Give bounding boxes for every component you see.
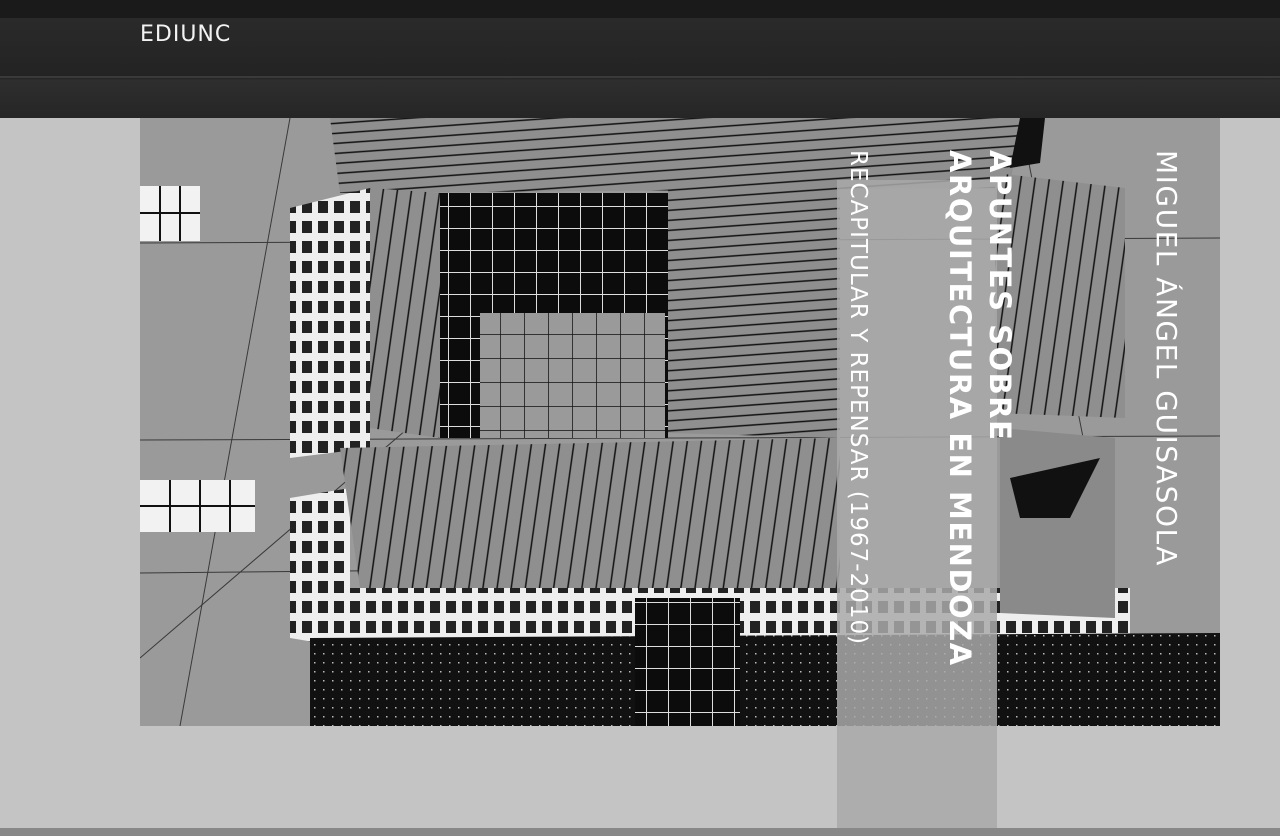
- cover-artwork: [140, 118, 1220, 726]
- bottom-edge: [0, 828, 1280, 836]
- book-title: APUNTES SOBRE ARQUITECTURA EN MENDOZA: [940, 150, 1020, 750]
- book-subtitle: RECAPITULAR Y REPENSAR (1967-2010): [845, 150, 871, 646]
- building-illustration: [140, 118, 1220, 726]
- publisher-band: [0, 18, 1280, 118]
- left-window-blocks: [140, 186, 255, 532]
- title-line-2: ARQUITECTURA EN MENDOZA: [943, 150, 977, 667]
- author-name: MIGUEL ÁNGEL GUISASOLA: [1150, 150, 1183, 567]
- title-line-1: APUNTES SOBRE: [983, 150, 1017, 442]
- title-band: [837, 180, 997, 836]
- top-strip: [0, 0, 1280, 18]
- band-divider: [0, 76, 1280, 78]
- publisher-name: EDIUNC: [140, 22, 232, 47]
